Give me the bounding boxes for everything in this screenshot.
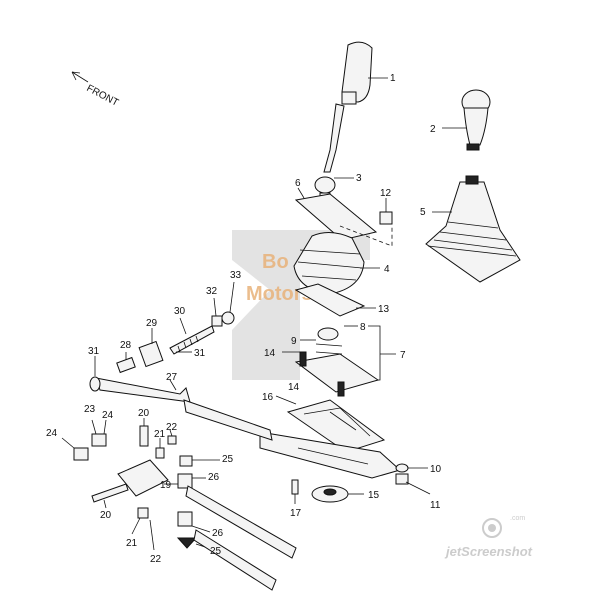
callout-4: 4	[384, 264, 390, 275]
plate-6	[294, 187, 378, 241]
callout-22a: 22	[166, 422, 178, 433]
linkage-block-19	[117, 459, 180, 497]
lower-rod	[185, 485, 297, 591]
callout-7: 7	[400, 350, 406, 361]
callout-8: 8	[360, 322, 366, 333]
callout-27: 27	[166, 372, 178, 383]
bushing-29	[138, 328, 164, 368]
callout-14a: 14	[264, 348, 276, 359]
callout-21a: 21	[154, 429, 166, 440]
nut-11	[395, 473, 431, 495]
callout-28: 28	[120, 340, 132, 351]
branding-small: .com	[510, 515, 525, 522]
callout-24a: 24	[46, 428, 58, 439]
washer-10	[395, 463, 428, 473]
watermark-line2: Motors	[246, 283, 313, 305]
bushing-24a	[61, 437, 89, 461]
shift-boot-5	[425, 175, 521, 283]
nut-21a	[155, 438, 165, 459]
front-arrow-icon	[71, 71, 89, 83]
lower-housing-16	[275, 395, 386, 453]
shift-rod-27	[95, 377, 273, 441]
front-label: FRONT	[85, 83, 121, 109]
washer-31a	[89, 356, 101, 392]
callout-33: 33	[230, 270, 242, 281]
callout-6: 6	[295, 178, 301, 189]
callout-12: 12	[380, 188, 392, 199]
washer-33	[221, 281, 235, 325]
bracket-7	[368, 325, 396, 381]
leader-24b	[103, 419, 107, 435]
callout-14b: 14	[288, 382, 300, 393]
callout-30: 30	[174, 306, 186, 317]
shift-knob-2	[442, 89, 491, 151]
watermark-line1: Bo	[262, 251, 289, 273]
base-housing-14	[282, 351, 380, 397]
callout-2: 2	[430, 124, 436, 135]
bushing-26a	[177, 473, 206, 489]
pin-30	[169, 317, 215, 355]
callout-19: 19	[160, 480, 172, 491]
front-arrow: FRONT	[71, 71, 121, 109]
callout-15: 15	[368, 490, 380, 501]
callout-3: 3	[356, 173, 362, 184]
callout-22b: 22	[150, 554, 162, 565]
callout-16: 16	[262, 392, 274, 403]
grommet-15	[311, 485, 364, 503]
callout-20b: 20	[100, 510, 112, 521]
callout-32: 32	[206, 286, 218, 297]
bushing-23	[91, 419, 107, 447]
callout-31a: 31	[88, 346, 100, 357]
callout-10: 10	[430, 464, 442, 475]
watermark: Bo Motors	[232, 230, 370, 380]
callout-9: 9	[291, 336, 297, 347]
inner-boot-4	[293, 232, 380, 295]
clip-25a	[179, 455, 220, 467]
camera-icon	[482, 518, 502, 538]
bolt-20a	[139, 418, 149, 447]
callout-23: 23	[84, 404, 96, 415]
washer-22b	[149, 519, 155, 551]
jetscreenshot-branding: jetScreenshot .com	[444, 515, 533, 559]
callout-21b: 21	[126, 538, 138, 549]
callout-25b: 25	[210, 546, 222, 557]
main-linkage-arm	[259, 431, 402, 479]
callout-1: 1	[390, 73, 396, 84]
callout-20a: 20	[138, 408, 150, 419]
nut-32	[211, 297, 223, 327]
nut-12	[379, 198, 393, 225]
callout-labels: 1 2 3 4 5 6 7 8 9 10 11 12 13 14 14 15 1…	[46, 73, 442, 565]
bushing-28	[116, 352, 136, 374]
callout-5: 5	[420, 207, 426, 218]
callout-17: 17	[290, 508, 302, 519]
bushing-26b	[177, 511, 211, 533]
callout-26a: 26	[208, 472, 220, 483]
callout-26b: 26	[212, 528, 224, 539]
bolt-17	[291, 479, 299, 504]
seal-13	[294, 283, 376, 317]
lens-icon	[488, 524, 496, 532]
bolt-20b	[91, 483, 129, 509]
washer-22a	[167, 429, 177, 445]
callout-29: 29	[146, 318, 158, 329]
callout-11: 11	[430, 500, 441, 511]
callout-13: 13	[378, 304, 390, 315]
callout-25a: 25	[222, 454, 234, 465]
branding-text: jetScreenshot	[444, 544, 533, 559]
callout-31b: 31	[194, 348, 206, 359]
callout-24b: 24	[102, 410, 114, 421]
shift-knob-1	[341, 41, 388, 105]
nut-21b	[131, 507, 149, 535]
